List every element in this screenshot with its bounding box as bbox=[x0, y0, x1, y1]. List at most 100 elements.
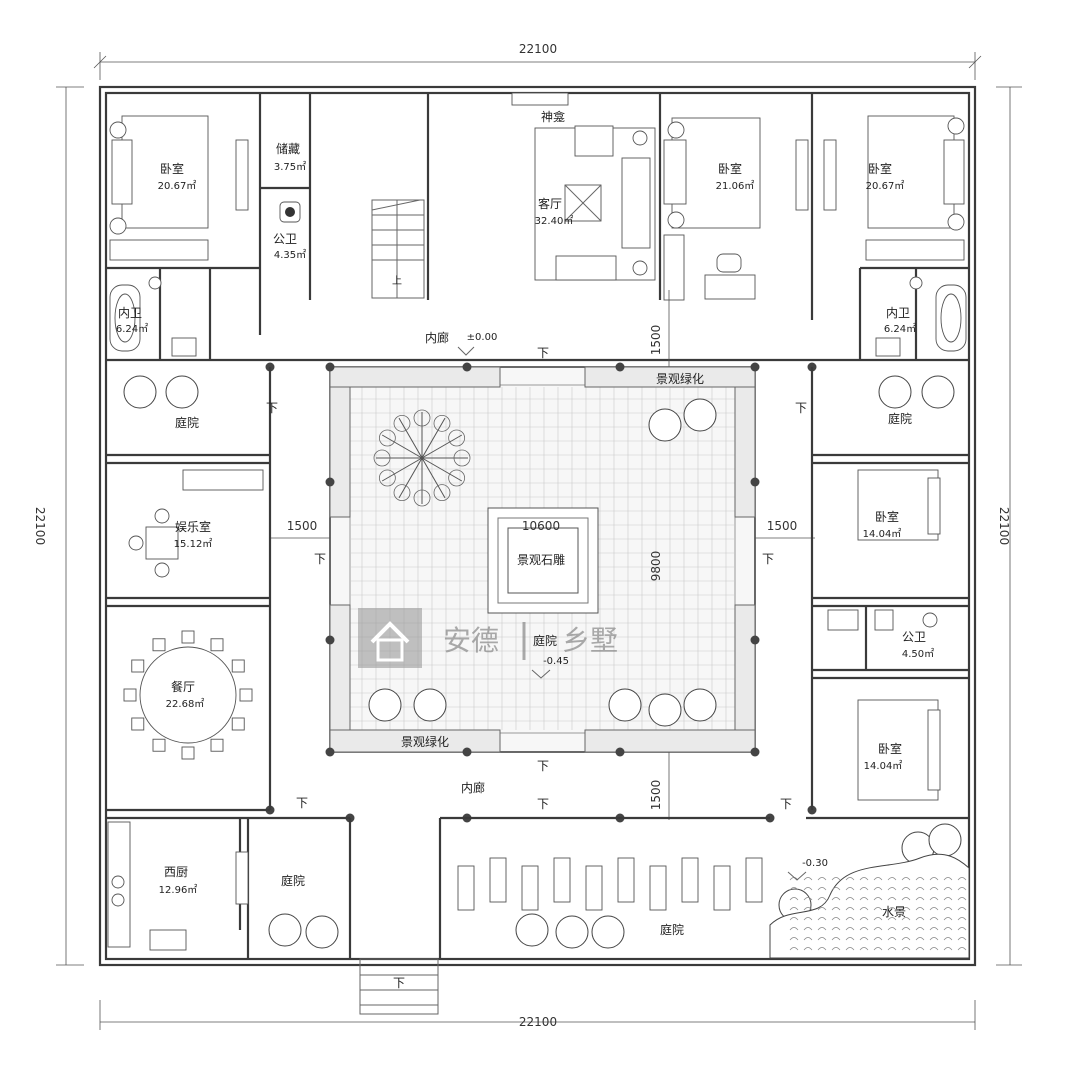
label-bed-nw: 卧室 bbox=[160, 161, 184, 176]
step-down-label: 下 bbox=[266, 401, 278, 415]
shrub-icon bbox=[368, 688, 402, 722]
shrub-icon bbox=[591, 915, 625, 949]
area-bath-public-e: 4.50㎡ bbox=[902, 648, 934, 660]
level-marker-water bbox=[787, 871, 807, 881]
label-yard-s: 庭院 bbox=[660, 922, 684, 937]
shrub-icon bbox=[683, 688, 717, 722]
bath-e-fixtures bbox=[875, 276, 967, 357]
label-bed-e1: 卧室 bbox=[875, 509, 899, 524]
bed-e1-furniture bbox=[857, 469, 941, 541]
dim-bottom: 22100 bbox=[519, 1015, 557, 1029]
step-down-label: 下 bbox=[393, 976, 405, 990]
shrub-icon bbox=[555, 915, 589, 949]
label-water: 水景 bbox=[882, 905, 906, 919]
step-down-label: 下 bbox=[537, 797, 549, 811]
area-bed-e1: 14.04㎡ bbox=[863, 528, 902, 540]
label-dining: 餐厅 bbox=[171, 679, 195, 694]
area-kitchen: 12.96㎡ bbox=[159, 884, 198, 896]
shrub-icon bbox=[648, 408, 682, 442]
shrine-table bbox=[511, 92, 569, 106]
label-landscape-s: 景观绿化 bbox=[401, 734, 449, 749]
label-stair-up: 上 bbox=[392, 275, 402, 287]
shrub-icon bbox=[268, 913, 302, 947]
dim-court-right: 1500 bbox=[767, 519, 798, 533]
dim-court-top: 1500 bbox=[649, 325, 663, 356]
label-bed-nc: 卧室 bbox=[718, 161, 742, 176]
step-down-label: 下 bbox=[296, 796, 308, 810]
living-furniture bbox=[534, 125, 656, 281]
area-bed-e2: 14.04㎡ bbox=[864, 760, 903, 772]
step-down-labels: 下下下下下下下下下下 bbox=[266, 346, 807, 990]
label-corridor-n: 内廊 bbox=[425, 330, 449, 345]
watermark-brand-a: 安德 bbox=[443, 624, 499, 657]
column-marker bbox=[615, 747, 625, 757]
bed-nc-furniture bbox=[663, 117, 809, 301]
label-bath-w: 内卫 bbox=[118, 306, 142, 320]
bath-w-fixtures bbox=[109, 276, 197, 357]
column-marker bbox=[750, 635, 760, 645]
area-bed-nw: 20.67㎡ bbox=[158, 180, 197, 192]
step-down-label: 下 bbox=[795, 401, 807, 415]
dim-left: 22100 bbox=[33, 507, 47, 545]
label-living: 客厅 bbox=[538, 196, 562, 211]
south-wing bbox=[348, 816, 770, 1015]
label-courtyard: 庭院 bbox=[533, 633, 557, 648]
level-water: -0.30 bbox=[802, 858, 828, 869]
label-kitchen: 西厨 bbox=[164, 865, 188, 879]
step-down-label: 下 bbox=[537, 346, 549, 360]
shrub-icon bbox=[683, 398, 717, 432]
dim-top: 22100 bbox=[519, 42, 557, 56]
entertain-furniture bbox=[128, 469, 264, 578]
shrub-icon bbox=[305, 915, 339, 949]
west-wing bbox=[106, 367, 350, 959]
area-dining: 22.68㎡ bbox=[166, 698, 205, 710]
area-storage: 3.75㎡ bbox=[274, 161, 306, 173]
area-bath-public-n: 4.35㎡ bbox=[274, 249, 306, 261]
area-bed-nc: 21.06㎡ bbox=[716, 180, 755, 192]
shrub-icon bbox=[921, 375, 955, 409]
dining-table bbox=[123, 630, 253, 760]
column-marker bbox=[462, 747, 472, 757]
level-marker-court bbox=[531, 669, 551, 679]
label-sculpture: 景观石雕 bbox=[517, 552, 565, 567]
dim-court-height: 9800 bbox=[649, 551, 663, 582]
bath-e-public-fixtures bbox=[827, 609, 938, 631]
area-living: 32.40㎡ bbox=[535, 215, 574, 227]
area-bath-e: 6.24㎡ bbox=[884, 323, 916, 335]
column-marker bbox=[325, 362, 335, 372]
label-shrine: 神龛 bbox=[541, 110, 565, 124]
area-bath-w: 6.24㎡ bbox=[116, 323, 148, 335]
shrub-icon bbox=[515, 913, 549, 947]
dim-court-bottom: 1500 bbox=[649, 780, 663, 811]
shrub-icon bbox=[413, 688, 447, 722]
shrub-icon bbox=[608, 688, 642, 722]
shrub-icon bbox=[928, 823, 962, 857]
step-down-label: 下 bbox=[762, 552, 774, 566]
column-marker bbox=[750, 747, 760, 757]
tree-icon bbox=[373, 409, 471, 507]
south-benches bbox=[457, 857, 763, 911]
column-marker bbox=[750, 362, 760, 372]
column-marker bbox=[750, 477, 760, 487]
step-down-label: 下 bbox=[537, 759, 549, 773]
level-0: ±0.00 bbox=[467, 332, 498, 343]
column-marker bbox=[325, 747, 335, 757]
water-feature bbox=[769, 853, 970, 959]
column-marker bbox=[325, 635, 335, 645]
label-bath-e: 内卫 bbox=[886, 306, 910, 320]
dim-right: 22100 bbox=[997, 507, 1011, 545]
level-marker-n bbox=[457, 346, 475, 356]
label-yard-sw: 庭院 bbox=[281, 873, 305, 888]
label-bath-public-e: 公卫 bbox=[902, 630, 926, 644]
label-bed-ne: 卧室 bbox=[868, 161, 892, 176]
level-court: -0.45 bbox=[543, 656, 569, 667]
shrub-icon bbox=[878, 375, 912, 409]
label-yard-w: 庭院 bbox=[175, 415, 199, 430]
label-entertain: 娱乐室 bbox=[175, 519, 211, 534]
label-storage: 储藏 bbox=[276, 141, 300, 156]
bed-e2-furniture bbox=[857, 699, 941, 801]
kitchen-fixtures bbox=[107, 821, 249, 951]
brand-logo bbox=[358, 608, 422, 668]
column-marker bbox=[462, 362, 472, 372]
toilet-icon bbox=[279, 201, 301, 223]
